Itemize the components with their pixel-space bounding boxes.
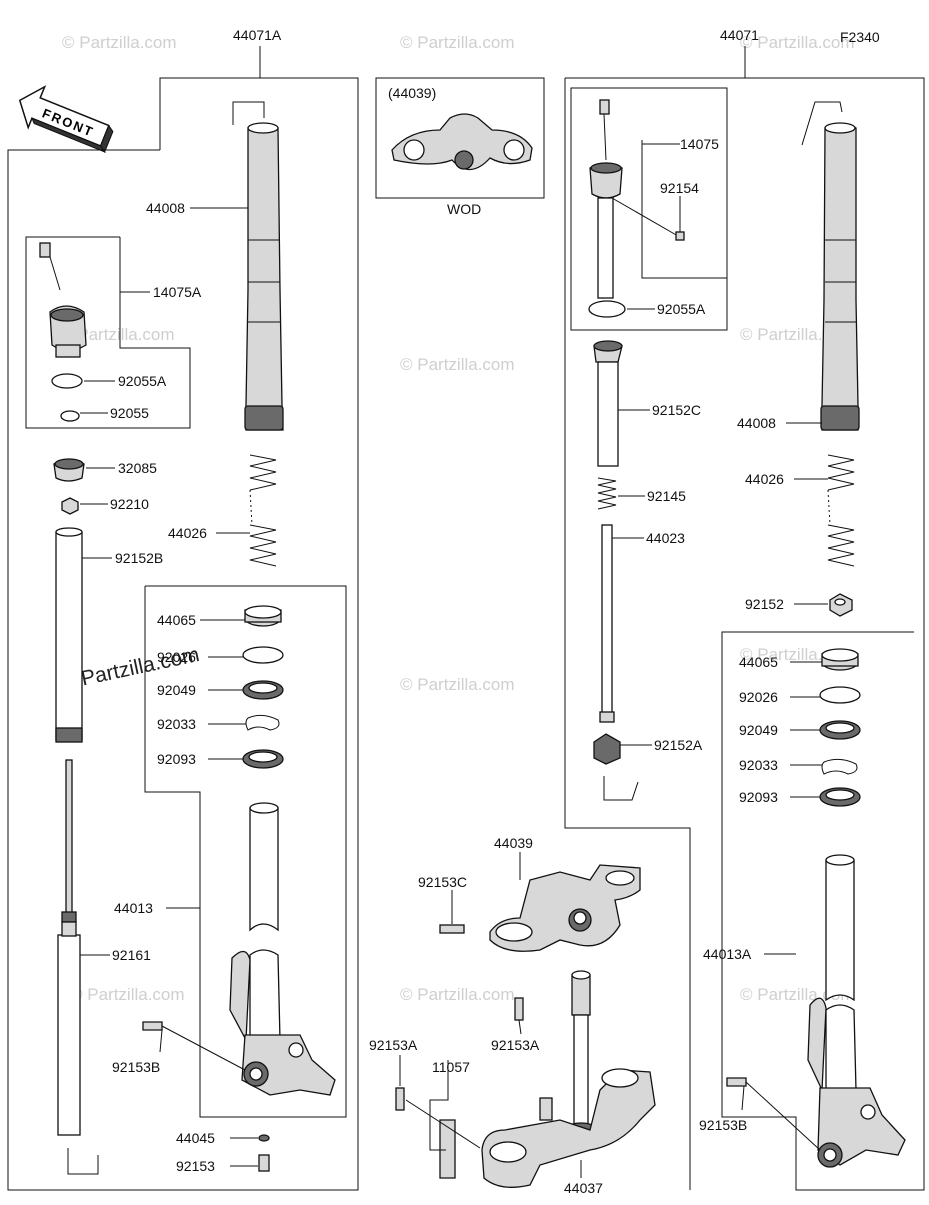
label-44026-left: 44026 xyxy=(168,525,207,541)
label-44008-right: 44008 xyxy=(737,415,776,431)
watermark: © Partzilla.com xyxy=(70,985,185,1004)
label-14075A: 14075A xyxy=(153,284,202,300)
label-92153B-left: 92153B xyxy=(112,1059,160,1075)
label-92049-right: 92049 xyxy=(739,722,778,738)
label-44071: 44071 xyxy=(720,27,759,43)
label-44008-left: 44008 xyxy=(146,200,185,216)
watermark: © Partzilla.com xyxy=(400,33,515,52)
label-14075: 14075 xyxy=(680,136,719,152)
label-44013A: 44013A xyxy=(703,946,752,962)
watermark: © Partzilla.com xyxy=(400,675,515,694)
label-92153A-center: 92153A xyxy=(491,1037,540,1053)
right-fork-group: 44071 14075 92154 92055A 92152C 92145 xyxy=(564,27,925,1191)
label-92152C: 92152C xyxy=(652,402,701,418)
label-92154: 92154 xyxy=(660,180,699,196)
label-92152A: 92152A xyxy=(654,737,703,753)
label-44013: 44013 xyxy=(114,900,153,916)
label-44065-left: 44065 xyxy=(157,612,196,628)
watermark: © Partzilla.com xyxy=(60,325,175,344)
label-92152B: 92152B xyxy=(115,550,163,566)
triple-clamp-group: 44039 92153C 92153A 44037 11057 xyxy=(369,835,656,1196)
label-92153: 92153 xyxy=(176,1158,215,1174)
front-arrow: FRONT xyxy=(18,85,114,154)
inset-label: (44039) xyxy=(388,85,436,101)
label-44071A: 44071A xyxy=(233,27,282,43)
label-92026-right: 92026 xyxy=(739,689,778,705)
label-92145: 92145 xyxy=(647,488,686,504)
label-92055A-left: 92055A xyxy=(118,373,167,389)
label-92210: 92210 xyxy=(110,496,149,512)
label-92033-right: 92033 xyxy=(739,757,778,773)
label-92049-left: 92049 xyxy=(157,682,196,698)
watermark: © Partzilla.com xyxy=(400,355,515,374)
spring-right xyxy=(827,454,855,567)
label-44039: 44039 xyxy=(494,835,533,851)
label-44045: 44045 xyxy=(176,1130,215,1146)
label-92153B-right: 92153B xyxy=(699,1117,747,1133)
label-92153A-left: 92153A xyxy=(369,1037,418,1053)
label-44037: 44037 xyxy=(564,1180,603,1196)
label-92093-right: 92093 xyxy=(739,789,778,805)
watermark: © Partzilla.com xyxy=(740,33,855,52)
cartridge-14075 xyxy=(589,99,623,299)
watermark: © Partzilla.com xyxy=(62,33,177,52)
label-92152: 92152 xyxy=(745,596,784,612)
label-44026-right: 44026 xyxy=(745,471,784,487)
spring-left xyxy=(249,454,277,567)
label-92055: 92055 xyxy=(110,405,149,421)
watermark: © Partzilla.com xyxy=(400,985,515,1004)
label-32085: 32085 xyxy=(118,460,157,476)
label-92026-left: 92026 xyxy=(157,649,196,665)
watermarks: © Partzilla.com © Partzilla.com © Partzi… xyxy=(58,33,854,1004)
label-92033-left: 92033 xyxy=(157,716,196,732)
label-44065-right: 44065 xyxy=(739,654,778,670)
label-92161: 92161 xyxy=(112,947,151,963)
label-92093-left: 92093 xyxy=(157,751,196,767)
cartridge-14075A xyxy=(39,242,87,358)
label-44023: 44023 xyxy=(646,530,685,546)
inset-44039: (44039) WOD xyxy=(375,77,545,217)
label-11057: 11057 xyxy=(432,1059,470,1075)
label-92055A-right: 92055A xyxy=(657,301,706,317)
left-fork-group: 44071A 44008 44026 14075A xyxy=(7,27,359,1191)
label-92153C: 92153C xyxy=(418,874,467,890)
wod-label: WOD xyxy=(447,201,481,217)
figure-code: F2340 xyxy=(840,29,880,45)
